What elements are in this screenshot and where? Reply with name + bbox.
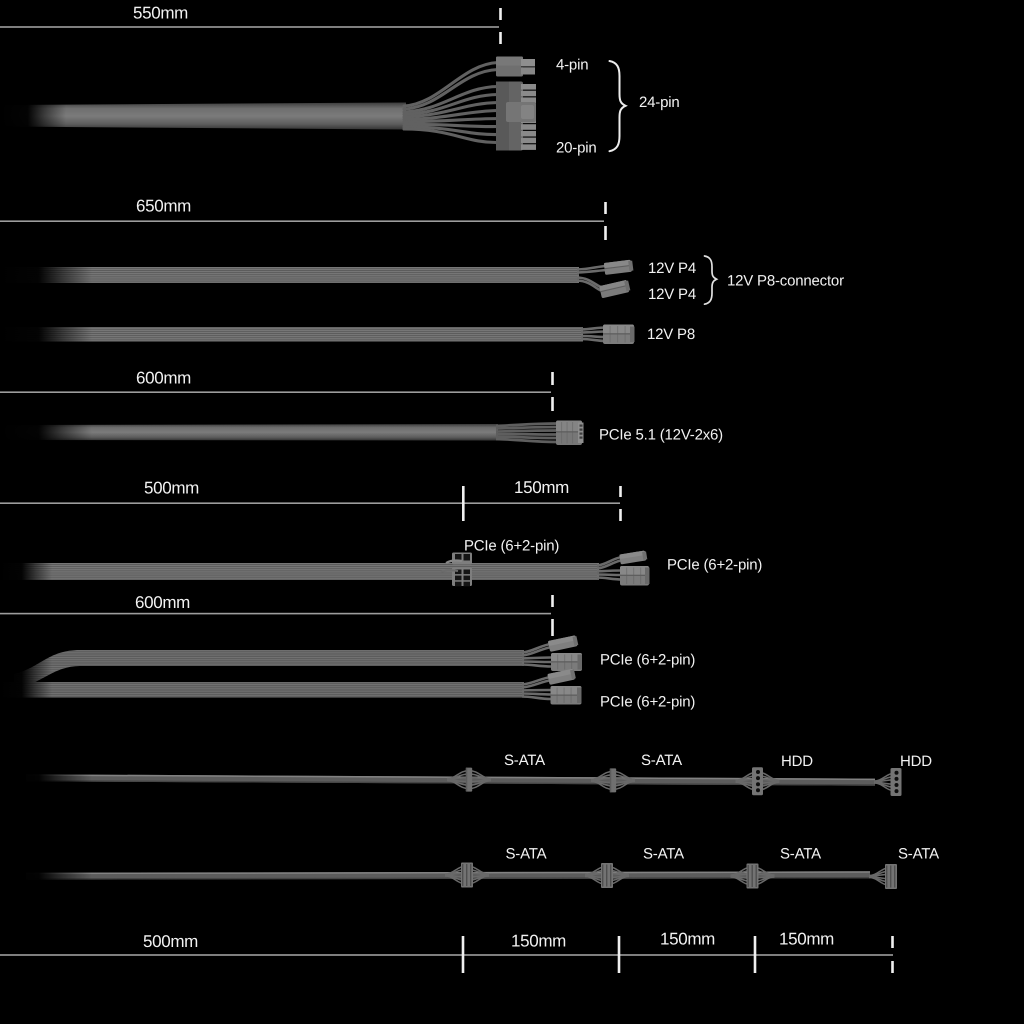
svg-text:S-ATA: S-ATA — [780, 846, 821, 863]
svg-text:S-ATA: S-ATA — [898, 846, 939, 863]
svg-text:20-pin: 20-pin — [556, 140, 597, 157]
svg-text:550mm: 550mm — [133, 4, 188, 23]
svg-text:PCIe 5.1 (12V-2x6): PCIe 5.1 (12V-2x6) — [599, 427, 723, 444]
svg-text:12V P4: 12V P4 — [648, 286, 696, 303]
svg-text:PCIe (6+2-pin): PCIe (6+2-pin) — [600, 652, 695, 669]
svg-text:S-ATA: S-ATA — [643, 846, 684, 863]
svg-text:150mm: 150mm — [660, 930, 715, 949]
svg-text:HDD: HDD — [781, 753, 813, 770]
svg-text:12V P8: 12V P8 — [647, 326, 695, 343]
svg-text:S-ATA: S-ATA — [504, 752, 545, 769]
svg-text:PCIe (6+2-pin): PCIe (6+2-pin) — [464, 538, 559, 555]
svg-text:500mm: 500mm — [143, 932, 198, 951]
svg-text:12V P8-connector: 12V P8-connector — [727, 273, 844, 290]
svg-text:500mm: 500mm — [144, 479, 199, 498]
svg-text:PCIe (6+2-pin): PCIe (6+2-pin) — [600, 694, 695, 711]
svg-text:4-pin: 4-pin — [556, 57, 588, 74]
svg-text:150mm: 150mm — [779, 930, 834, 949]
svg-text:12V P4: 12V P4 — [648, 260, 696, 277]
svg-text:150mm: 150mm — [514, 478, 569, 497]
svg-text:24-pin: 24-pin — [639, 94, 680, 111]
svg-text:HDD: HDD — [900, 753, 932, 770]
svg-text:650mm: 650mm — [136, 197, 191, 216]
svg-text:600mm: 600mm — [135, 593, 190, 612]
svg-text:150mm: 150mm — [511, 932, 566, 951]
svg-text:S-ATA: S-ATA — [641, 752, 682, 769]
svg-text:S-ATA: S-ATA — [506, 846, 547, 863]
svg-text:600mm: 600mm — [136, 369, 191, 388]
svg-text:PCIe (6+2-pin): PCIe (6+2-pin) — [667, 557, 762, 574]
